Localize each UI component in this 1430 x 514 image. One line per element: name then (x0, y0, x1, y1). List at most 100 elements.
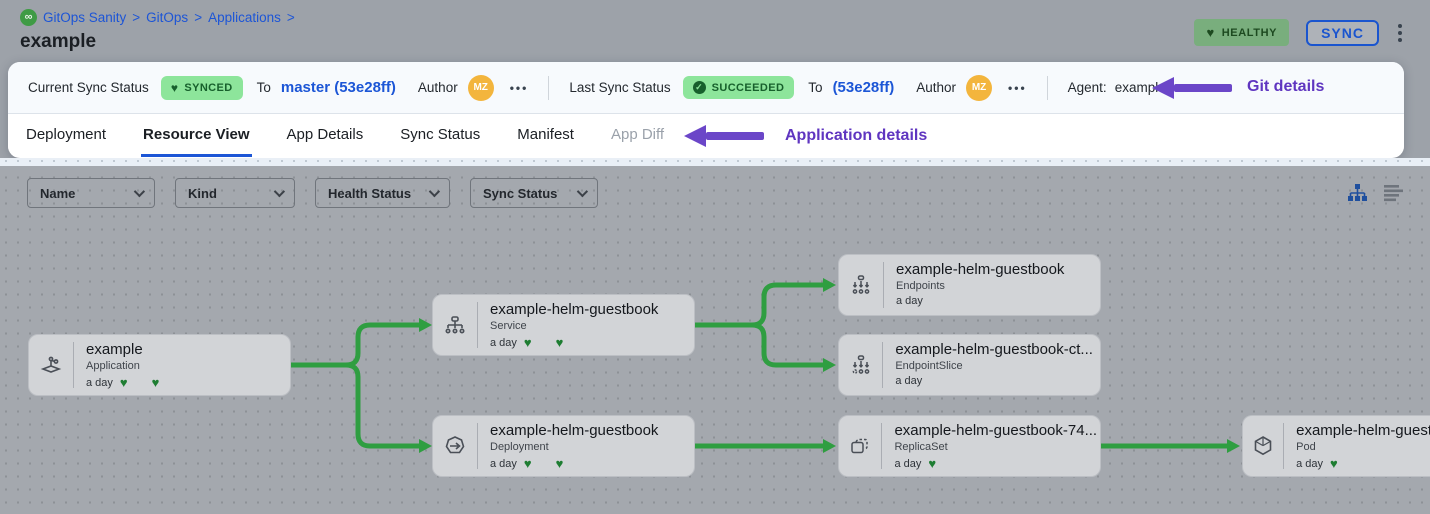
endpoints-icon (839, 262, 884, 308)
node-service-example-helm-guestbook[interactable]: example-helm-guestbook Service a day ♥♥ (432, 294, 695, 356)
pod-icon (1243, 423, 1285, 469)
node-endpoints-example-helm-guestbook[interactable]: example-helm-guestbook Endpoints a day (838, 254, 1101, 316)
health-badge-label: HEALTHY (1221, 26, 1278, 39)
author-label: Author (417, 80, 458, 95)
health-heart-icons: ♥♥ (523, 456, 564, 471)
health-status-badge: ♥ HEALTHY (1194, 19, 1290, 46)
divider (548, 75, 550, 100)
node-age: a day (1296, 457, 1324, 470)
node-age: a day (896, 295, 923, 307)
page-title: example (20, 31, 97, 52)
health-heart-icons: ♥ (928, 456, 937, 471)
divider (1046, 75, 1048, 100)
node-age: a day (86, 376, 113, 389)
node-kind: Application (86, 360, 140, 372)
synced-badge: ♥ SYNCED (160, 75, 243, 100)
breadcrumb-link-applications[interactable]: Applications (208, 10, 281, 25)
breadcrumb: ∞ GitOps Sanity > GitOps > Applications … (20, 9, 295, 26)
last-revision-link[interactable]: (53e28ff) (832, 79, 895, 96)
service-icon (433, 302, 478, 348)
dropdown-label: Kind (188, 185, 217, 201)
chevron-down-icon (576, 185, 589, 198)
node-title: example-helm-guestbook-74... (894, 422, 1098, 439)
author-avatar[interactable]: MZ (467, 74, 494, 101)
current-revision-link[interactable]: master (53e28ff) (280, 79, 396, 96)
top-header: ∞ GitOps Sanity > GitOps > Applications … (0, 0, 1430, 62)
node-endpointslice-example-helm-guestbook-ct[interactable]: example-helm-guestbook-ct... EndpointSli… (838, 334, 1101, 396)
breadcrumb-separator: > (286, 10, 295, 25)
chevron-down-icon (273, 185, 286, 198)
node-title: example-helm-guestbook (490, 422, 659, 439)
node-title: example (86, 341, 143, 358)
endpointslice-icon (839, 342, 884, 388)
node-age: a day (490, 457, 517, 470)
author-avatar[interactable]: MZ (966, 74, 993, 101)
node-age: a day (490, 336, 517, 349)
chevron-down-icon (428, 185, 441, 198)
dropdown-label: Name (40, 185, 76, 201)
author-label: Author (916, 80, 957, 95)
more-options-icon[interactable]: ••• (509, 80, 529, 95)
to-label: To (256, 80, 271, 95)
breadcrumb-link-gitops[interactable]: GitOps (146, 10, 189, 25)
node-title: example-helm-guest (1296, 422, 1430, 439)
node-kind: EndpointSlice (895, 360, 963, 372)
last-sync-status-label: Last Sync Status (569, 80, 671, 95)
check-circle-icon: ✓ (692, 81, 706, 94)
synced-badge-label: SYNCED (184, 81, 233, 94)
node-kind: Endpoints (896, 280, 945, 292)
health-status-filter-dropdown[interactable]: Health Status (315, 178, 450, 208)
tab-sync-status[interactable]: Sync Status (400, 125, 481, 143)
node-kind: Pod (1296, 441, 1316, 453)
node-pod-example-helm-guest[interactable]: example-helm-guest Pod a day ♥ (1242, 415, 1430, 477)
node-title: example-helm-guestbook (490, 301, 659, 318)
infinity-logo-icon: ∞ (20, 9, 37, 26)
application-details-arrow-icon (684, 125, 764, 147)
tab-deployment[interactable]: Deployment (26, 125, 107, 143)
resource-graph-canvas[interactable]: Name Kind Health Status Sync Status (0, 158, 1430, 514)
agent-label: Agent: (1067, 80, 1107, 95)
heart-icon: ♥ (1206, 25, 1215, 40)
sync-status-filter-dropdown[interactable]: Sync Status (470, 178, 598, 208)
succeeded-badge-label: SUCCEEDED (711, 81, 785, 94)
tab-app-details[interactable]: App Details (286, 125, 364, 143)
git-details-annotation: Git details (1247, 78, 1325, 95)
git-details-arrow-icon (1152, 77, 1232, 99)
to-label: To (808, 80, 823, 95)
node-kind: Service (490, 320, 527, 332)
breadcrumb-link-gitops-sanity[interactable]: GitOps Sanity (43, 10, 127, 25)
node-title: example-helm-guestbook-ct... (895, 341, 1093, 358)
node-deployment-example-helm-guestbook[interactable]: example-helm-guestbook Deployment a day … (432, 415, 695, 477)
node-title: example-helm-guestbook (896, 261, 1065, 278)
tab-resource-view[interactable]: Resource View (141, 114, 252, 157)
kebab-menu-icon[interactable] (1396, 22, 1404, 44)
node-kind: Deployment (490, 441, 549, 453)
application-details-annotation: Application details (785, 127, 928, 144)
dropdown-label: Health Status (328, 185, 412, 201)
node-replicaset-example-helm-guestbook-74[interactable]: example-helm-guestbook-74... ReplicaSet … (838, 415, 1101, 477)
node-age: a day (894, 457, 922, 470)
tab-manifest[interactable]: Manifest (517, 125, 574, 143)
filter-bar: Name Kind Health Status Sync Status (27, 178, 598, 208)
name-filter-dropdown[interactable]: Name (27, 178, 155, 208)
node-age: a day (895, 375, 923, 387)
node-kind: ReplicaSet (894, 441, 948, 453)
replicaset-icon (839, 423, 883, 469)
tab-app-diff[interactable]: App Diff (610, 125, 665, 143)
health-heart-icons: ♥♥ (119, 375, 160, 390)
health-heart-icons: ♥ (1330, 456, 1338, 471)
breadcrumb-separator: > (194, 10, 203, 25)
sync-button[interactable]: SYNC (1306, 19, 1379, 46)
tree-view-icon[interactable] (1347, 183, 1367, 203)
dropdown-label: Sync Status (483, 185, 558, 201)
current-sync-status-label: Current Sync Status (28, 80, 149, 95)
breadcrumb-separator: > (132, 10, 141, 25)
chevron-down-icon (133, 185, 146, 198)
node-application-example[interactable]: example Application a day ♥♥ (28, 334, 291, 396)
kind-filter-dropdown[interactable]: Kind (175, 178, 295, 208)
more-options-icon[interactable]: ••• (1008, 80, 1027, 95)
deployment-icon (433, 423, 478, 469)
list-view-icon[interactable] (1384, 184, 1404, 202)
heart-icon: ♥ (170, 80, 179, 95)
succeeded-badge: ✓ SUCCEEDED (682, 76, 795, 99)
